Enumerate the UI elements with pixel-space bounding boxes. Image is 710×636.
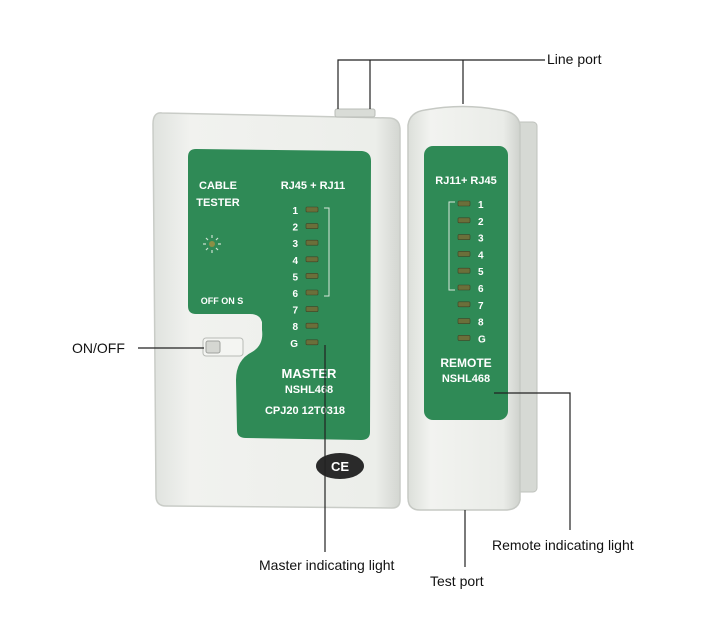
pin-led: [457, 284, 471, 291]
pin-led: [305, 239, 319, 246]
pin-number: G: [478, 334, 486, 345]
master-port-label: RJ45 + RJ11: [281, 180, 346, 192]
pin-led: [457, 267, 471, 274]
pin-number: 1: [292, 206, 298, 217]
line-port-callout: Line port: [547, 51, 602, 67]
pin-led: [457, 335, 471, 341]
master-line-port: [334, 108, 376, 118]
pin-number: 7: [292, 306, 298, 317]
power-switch-knob[interactable]: [205, 340, 221, 354]
pin-number: 8: [478, 318, 484, 329]
pin-led: [457, 217, 471, 224]
pin-led: [305, 273, 319, 279]
pin-number: 1: [478, 200, 484, 211]
pin-number: 8: [292, 322, 298, 333]
pin-number: 6: [478, 284, 484, 295]
on-off-callout: ON/OFF: [72, 340, 125, 356]
pin-led: [457, 251, 471, 257]
master-model: NSHL468: [285, 384, 333, 396]
pin-led: [457, 318, 471, 324]
pin-led: [305, 206, 319, 213]
test-port-callout: Test port: [430, 573, 484, 589]
pin-number: 7: [478, 301, 484, 312]
pin-led: [305, 306, 319, 312]
pin-led: [457, 200, 471, 207]
master-led-bracket: [324, 207, 330, 297]
pin-number: 4: [478, 250, 484, 261]
master-code: CPJ20 12T0318: [265, 405, 345, 417]
remote-name: REMOTE: [440, 356, 491, 370]
pin-led: [305, 256, 319, 263]
pin-number: 2: [292, 223, 298, 234]
pin-led: [305, 289, 319, 296]
pin-led: [305, 339, 319, 346]
pin-number: G: [290, 339, 298, 350]
pin-number: 3: [478, 234, 484, 245]
callout-lines: [138, 59, 571, 567]
master-tester-label: TESTER: [196, 197, 239, 209]
remote-light-leader: [494, 392, 571, 530]
ce-badge: [316, 453, 364, 479]
power-led-icon: [203, 235, 221, 253]
pin-number: 4: [292, 256, 298, 267]
master-cable-label: CABLE: [199, 180, 237, 192]
pin-number: 5: [478, 267, 484, 278]
line-port-leader: [337, 59, 545, 109]
ce-mark: CE: [331, 459, 349, 474]
remote-led-bracket: [448, 201, 455, 291]
pin-led: [305, 223, 319, 229]
pin-number: 5: [292, 272, 298, 283]
remote-panel: [424, 146, 508, 420]
remote-port-label: RJ11+ RJ45: [435, 175, 496, 187]
pin-led: [457, 301, 471, 308]
master-light-callout: Master indicating light: [259, 557, 395, 573]
master-name: MASTER: [282, 366, 338, 381]
remote-led-column: 1 2 3 4 5 6 7 8G: [457, 200, 486, 345]
remote-model: NSHL468: [442, 373, 490, 385]
pin-led: [457, 234, 471, 240]
pin-number: 6: [292, 289, 298, 300]
pin-led: [305, 322, 319, 329]
master-led-column: 1 2 3 4 5 6 7 8G: [290, 206, 319, 350]
remote-light-callout: Remote indicating light: [492, 537, 634, 553]
pin-number: 3: [292, 239, 298, 250]
pin-number: 2: [478, 217, 484, 228]
master-switch-label: OFF ON S: [201, 296, 244, 306]
